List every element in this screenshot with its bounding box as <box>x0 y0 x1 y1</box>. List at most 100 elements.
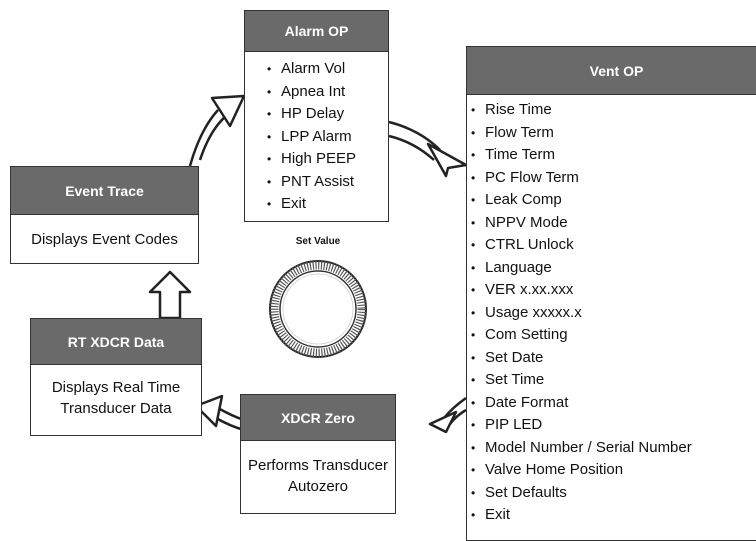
alarm-op-item-label: HP Delay <box>281 105 345 122</box>
alarm-op-list: •Alarm Vol•Apnea Int•HP Delay•LPP Alarm•… <box>245 52 388 216</box>
bullet-icon: • <box>267 62 272 76</box>
vent-op-item-label: Date Format <box>485 393 569 411</box>
vent-op-item[interactable]: •Set Date <box>471 347 756 370</box>
bullet-icon: • <box>471 350 476 365</box>
alarm-op-item[interactable]: • PNT Assist <box>267 171 388 194</box>
vent-op-item[interactable]: • Valve Home Position <box>471 459 756 482</box>
bullet-icon: • <box>471 463 476 477</box>
bullet-icon: • <box>267 84 272 99</box>
alarm-op-item[interactable]: • Apnea Int <box>267 81 388 104</box>
bullet-icon: • <box>471 418 476 432</box>
vent-op-item[interactable]: • Model Number / Serial Number <box>471 437 756 460</box>
alarm-op-item-label: High PEEP <box>281 150 357 167</box>
set-value-dial[interactable] <box>269 260 367 358</box>
bullet-icon: • <box>471 508 476 522</box>
vent-op-item-label: NPPV Mode <box>485 213 568 231</box>
vent-op-item-label: Flow Term <box>485 123 554 141</box>
bullet-icon: • <box>267 107 272 121</box>
vent-op-item-label: CTRL Unlock <box>485 236 574 253</box>
xdcr-zero-box[interactable]: XDCR Zero Performs Transducer Autozero <box>240 394 396 514</box>
vent-op-item-label: Set Time <box>485 371 545 388</box>
arrow-xdcrzero-to-rtxdcr <box>194 394 245 432</box>
vent-op-item[interactable]: • Set Defaults <box>471 482 756 505</box>
vent-op-item[interactable]: • Set Time <box>471 369 756 392</box>
bullet-icon: • <box>471 238 476 252</box>
vent-op-item-label: Set Defaults <box>485 483 567 501</box>
event-trace-title: Event Trace <box>11 167 198 215</box>
bullet-icon: • <box>267 174 272 189</box>
bullet-icon: • <box>471 305 476 320</box>
vent-op-item-label: Com Setting <box>485 326 568 343</box>
vent-op-item[interactable]: • Date Format <box>471 392 756 415</box>
alarm-op-item-label: Exit <box>281 195 307 212</box>
bullet-icon: • <box>471 215 476 230</box>
event-trace-box[interactable]: Event Trace Displays Event Codes <box>10 166 199 264</box>
vent-op-item-label: Usage xxxxx.x <box>485 303 582 321</box>
rt-xdcr-line2: Transducer Data <box>60 400 172 417</box>
vent-op-item-label: Valve Home Position <box>485 461 624 478</box>
bullet-icon: • <box>471 395 476 410</box>
vent-op-menu: Vent OP • Rise Time • Flow Term • Time Term • P… <box>466 46 756 541</box>
alarm-op-item[interactable]: • HP Delay <box>267 103 388 126</box>
alarm-op-item-label: Apnea Int <box>281 82 346 100</box>
bullet-icon: • <box>267 129 272 144</box>
arrow-vent-to-xdcrzero <box>428 396 467 434</box>
vent-op-item[interactable]: • Leak Comp <box>471 189 756 212</box>
vent-op-item[interactable]: • Language <box>471 257 756 280</box>
xdcr-zero-line1: Performs Transducer <box>247 457 389 474</box>
vent-op-item[interactable]: • Flow Term <box>471 122 756 145</box>
vent-op-list: • Rise Time • Flow Term • Time Term • PC Flow T… <box>467 95 756 527</box>
vent-op-item[interactable]: • PIP LED <box>471 414 756 437</box>
xdcr-zero-title: XDCR Zero <box>241 395 395 441</box>
vent-op-item[interactable]: • Usage xxxxx.x <box>471 302 756 325</box>
flow-arrows <box>148 94 468 434</box>
alarm-op-title: Alarm OP <box>245 11 388 52</box>
bullet-icon: • <box>471 148 476 162</box>
event-trace-description: Displays Event Codes <box>31 231 178 248</box>
alarm-op-item-label: Alarm Vol <box>281 60 346 77</box>
vent-op-item[interactable]: • Com Setting <box>471 324 756 347</box>
vent-op-item-label: PC Flow Term <box>485 168 579 186</box>
rt-xdcr-title: RT XDCR Data <box>31 319 201 365</box>
vent-op-title: Vent OP <box>467 47 756 95</box>
vent-op-item-label: Language <box>485 258 552 276</box>
vent-op-item[interactable]: •VER x.xx.xxx <box>471 279 756 302</box>
vent-op-item-label: Leak Comp <box>485 191 562 208</box>
vent-op-item[interactable]: •Exit <box>471 504 756 527</box>
rt-xdcr-line1: Displays Real Time <box>51 379 181 396</box>
arrow-alarm-to-vent <box>388 120 468 178</box>
bullet-icon: • <box>471 193 476 207</box>
alarm-op-item[interactable]: • LPP Alarm <box>267 126 388 149</box>
vent-op-item-label: Time Term <box>485 146 556 163</box>
bullet-icon: • <box>471 260 476 275</box>
bullet-icon: • <box>267 152 272 166</box>
alarm-op-item-label: PNT Assist <box>281 172 355 190</box>
alarm-op-item[interactable]: • High PEEP <box>267 148 388 171</box>
bullet-icon: • <box>267 197 272 211</box>
vent-op-item-label: Model Number / Serial Number <box>485 438 692 456</box>
set-value-label: Set Value <box>295 236 341 247</box>
bullet-icon: • <box>471 170 476 185</box>
alarm-op-item[interactable]: • Alarm Vol <box>267 58 388 81</box>
bullet-icon: • <box>471 440 476 455</box>
vent-op-item[interactable]: • PC Flow Term <box>471 167 756 190</box>
xdcr-zero-line2: Autozero <box>287 478 349 495</box>
vent-op-item[interactable]: • Rise Time <box>471 99 756 122</box>
alarm-op-item[interactable]: • Exit <box>267 193 388 216</box>
bullet-icon: • <box>471 125 476 140</box>
bullet-icon: • <box>471 485 476 500</box>
bullet-icon: • <box>471 373 476 387</box>
vent-op-item[interactable]: • CTRL Unlock <box>471 234 756 257</box>
bullet-icon: • <box>471 283 476 297</box>
vent-op-item[interactable]: • Time Term <box>471 144 756 167</box>
bullet-icon: • <box>471 103 476 117</box>
vent-op-item[interactable]: • NPPV Mode <box>471 212 756 235</box>
bullet-icon: • <box>471 328 476 342</box>
alarm-op-item-label: LPP Alarm <box>281 127 352 145</box>
alarm-op-menu: Alarm OP • Alarm Vol • Apnea Int • HP Delay • L… <box>244 10 389 222</box>
rt-xdcr-box[interactable]: RT XDCR Data Displays Real Time Transduc… <box>30 318 202 436</box>
arrow-event-to-alarm <box>188 94 246 167</box>
arrow-rtxdcr-to-event <box>148 270 192 320</box>
vent-op-item-label: PIP LED <box>485 416 543 433</box>
vent-op-item-label: Rise Time <box>485 101 552 118</box>
